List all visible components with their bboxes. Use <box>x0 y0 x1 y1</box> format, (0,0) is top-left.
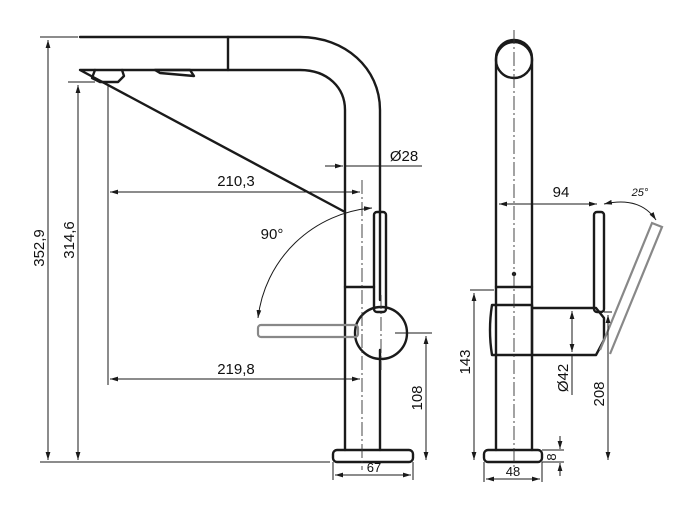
side-lever-swung <box>598 221 664 355</box>
body-height-label: 143 <box>457 349 474 374</box>
base-width-front-label: 67 <box>367 460 381 475</box>
lever-reach-label: 219,8 <box>217 361 255 378</box>
side-lever-upright <box>592 210 606 314</box>
lever-swung <box>256 323 360 339</box>
base-height-label: 8 <box>544 453 559 460</box>
handle-offset-label: 94 <box>553 184 570 201</box>
lever-height-side-label: 208 <box>591 381 608 406</box>
side-view: 94 25° 143 Ø42 208 48 8 <box>457 30 664 482</box>
lever-height-label: 108 <box>409 385 426 410</box>
side-lever-housing <box>530 306 606 357</box>
total-height-label: 352,9 <box>31 229 48 267</box>
spout-height-label: 314,6 <box>61 221 78 259</box>
lever-angle-arc <box>256 206 373 319</box>
base-plate-side <box>482 448 544 464</box>
spout-reach-label: 210,3 <box>217 173 255 190</box>
lever-angle-label: 90° <box>261 226 284 243</box>
base-plate-front <box>331 448 415 464</box>
spray-head-icon <box>90 68 126 84</box>
lever-vertical <box>372 210 388 314</box>
spray-button-icon <box>153 68 196 78</box>
spout-diameter-label: Ø28 <box>390 148 418 165</box>
body-diameter-label: Ø42 <box>555 364 572 392</box>
side-angle-arc <box>603 199 657 221</box>
front-view: 352,9 314,6 210,3 Ø28 90° 219,8 108 67 <box>31 35 432 480</box>
side-angle-label: 25° <box>631 187 649 199</box>
side-body-block <box>488 303 534 357</box>
base-width-side-label: 48 <box>506 464 520 479</box>
spout-outline <box>78 35 382 214</box>
